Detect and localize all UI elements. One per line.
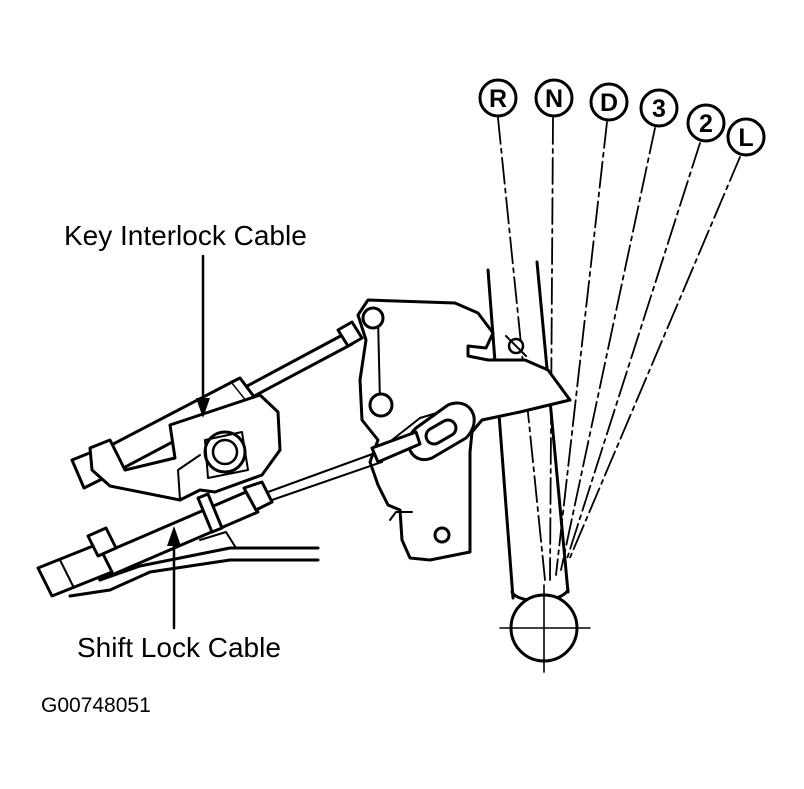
- bracket-lower-hole: [433, 526, 451, 544]
- position-n-indicator: N: [534, 78, 574, 118]
- guide-line-2: [564, 142, 701, 566]
- shift-lock-arrowhead: [167, 526, 181, 546]
- position-d-letter: D: [600, 89, 618, 117]
- position-2-letter: 2: [699, 110, 713, 138]
- position-2-indicator: 2: [686, 103, 726, 143]
- key-interlock-cable-label: Key Interlock Cable: [64, 220, 307, 251]
- figure-code: G00748051: [41, 694, 151, 717]
- position-r-letter: R: [489, 85, 507, 113]
- bracket-upper-hole: [361, 306, 385, 330]
- guide-line-3: [560, 127, 656, 571]
- bracket-pivot-hole: [368, 392, 394, 418]
- shift-lever: [486, 260, 591, 673]
- key-interlock-arrowhead: [196, 398, 210, 418]
- position-d-indicator: D: [589, 82, 629, 122]
- guide-line-n: [549, 117, 554, 581]
- base-bracket: [68, 531, 320, 598]
- position-r-indicator: R: [478, 78, 518, 118]
- position-3-indicator: 3: [639, 88, 679, 128]
- position-l-indicator: L: [726, 117, 766, 157]
- position-guide-lines: [497, 117, 741, 581]
- position-n-letter: N: [545, 85, 563, 113]
- position-3-letter: 3: [652, 95, 666, 123]
- callout-arrows: [167, 254, 210, 630]
- position-l-letter: L: [738, 124, 753, 152]
- guide-line-l: [568, 156, 741, 561]
- guide-line-d: [555, 121, 608, 576]
- key-interlock-mount: [88, 393, 282, 502]
- shift-lock-cable-label: Shift Lock Cable: [77, 632, 281, 663]
